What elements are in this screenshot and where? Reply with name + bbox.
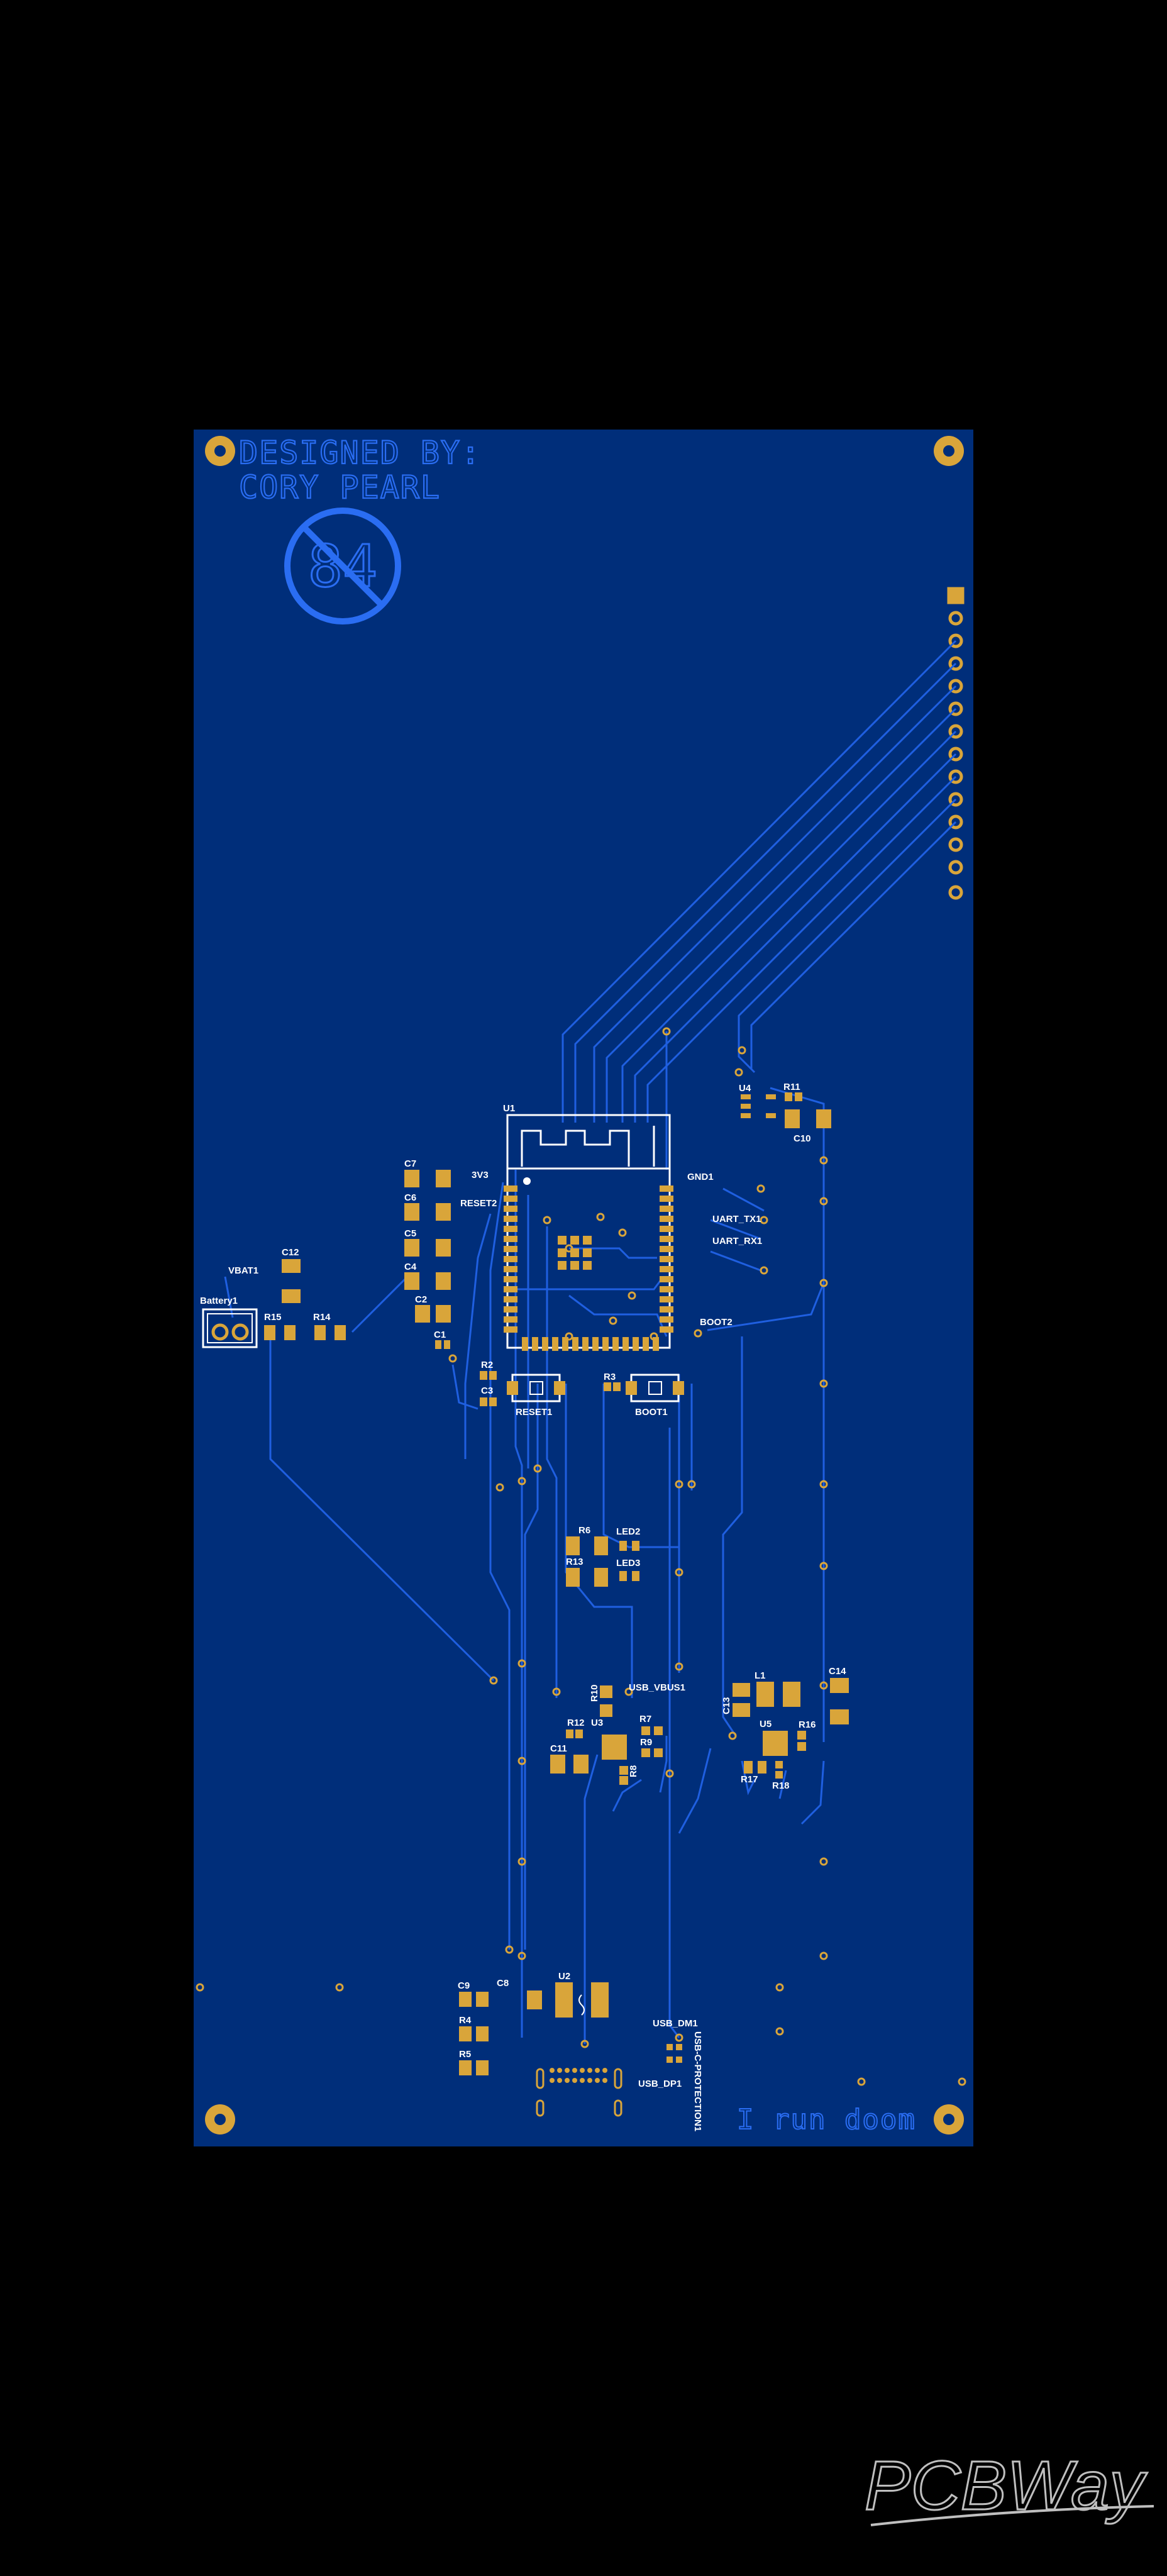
label-battery1: Battery1 bbox=[200, 1296, 238, 1306]
label-c6: C6 bbox=[404, 1192, 416, 1203]
designer-line-1: DESIGNED BY: bbox=[239, 435, 481, 471]
battery-connector bbox=[202, 1308, 258, 1348]
vias bbox=[196, 1027, 966, 2086]
boot-button bbox=[626, 1374, 684, 1402]
label-u3: U3 bbox=[591, 1718, 603, 1728]
copper-traces bbox=[224, 640, 957, 2044]
designer-line-2: CORY PEARL bbox=[239, 469, 441, 506]
label-c1: C1 bbox=[434, 1330, 446, 1340]
label-reset1: RESET1 bbox=[516, 1407, 552, 1418]
label-c13: C13 bbox=[721, 1697, 732, 1714]
label-r7: R7 bbox=[639, 1714, 651, 1724]
label-r2: R2 bbox=[481, 1360, 493, 1370]
label-uart-tx1: UART_TX1 bbox=[712, 1214, 761, 1224]
label-c5: C5 bbox=[404, 1228, 416, 1239]
label-usb-dp1: USB_DP1 bbox=[638, 2079, 682, 2089]
mounting-holes bbox=[205, 436, 964, 2135]
label-usb-dm1: USB_DM1 bbox=[653, 2018, 698, 2029]
reset-button bbox=[507, 1374, 565, 1402]
label-3v3: 3V3 bbox=[472, 1170, 489, 1180]
label-r5: R5 bbox=[459, 2049, 471, 2060]
label-led2: LED2 bbox=[616, 1526, 640, 1537]
label-boot1: BOOT1 bbox=[635, 1407, 668, 1418]
pcbway-watermark: PCBWay bbox=[865, 2450, 1154, 2526]
board-tagline: I run doom bbox=[737, 2104, 916, 2136]
label-c12: C12 bbox=[282, 1247, 299, 1258]
label-r16: R16 bbox=[799, 1719, 816, 1730]
u1-module bbox=[504, 1114, 673, 1351]
label-l1: L1 bbox=[755, 1670, 766, 1681]
label-led3: LED3 bbox=[616, 1558, 640, 1568]
label-r14: R14 bbox=[313, 1312, 331, 1323]
smd-pads bbox=[264, 1092, 849, 2075]
label-c8: C8 bbox=[497, 1978, 509, 1989]
label-r4: R4 bbox=[459, 2015, 472, 2026]
usb-c-connector bbox=[536, 2068, 622, 2117]
label-c14: C14 bbox=[829, 1666, 846, 1677]
label-usb-vbus1: USB_VBUS1 bbox=[629, 1682, 685, 1693]
label-c10: C10 bbox=[794, 1133, 811, 1144]
header-pins bbox=[947, 587, 965, 900]
label-r18: R18 bbox=[772, 1780, 790, 1791]
label-r10: R10 bbox=[589, 1684, 600, 1702]
label-boot2: BOOT2 bbox=[700, 1317, 733, 1328]
label-r15: R15 bbox=[264, 1312, 282, 1323]
logo-number: 84 bbox=[308, 533, 378, 600]
label-gnd1: GND1 bbox=[687, 1172, 714, 1182]
silkscreen-labels: U1 3V3 GND1 RESET2 UART_TX1 UART_RX1 BOO… bbox=[200, 1082, 846, 2131]
no-84-logo: 84 bbox=[284, 508, 401, 625]
label-c7: C7 bbox=[404, 1158, 416, 1169]
label-r3: R3 bbox=[604, 1372, 616, 1382]
label-c3: C3 bbox=[481, 1385, 493, 1396]
label-r6: R6 bbox=[578, 1525, 590, 1536]
label-r11: R11 bbox=[783, 1082, 800, 1092]
u2-marking bbox=[578, 1994, 585, 2016]
label-u2: U2 bbox=[558, 1971, 570, 1982]
label-r9: R9 bbox=[640, 1737, 652, 1748]
label-r8: R8 bbox=[628, 1765, 639, 1777]
label-vbat1: VBAT1 bbox=[228, 1265, 258, 1276]
label-c11: C11 bbox=[550, 1743, 567, 1754]
label-c9: C9 bbox=[458, 1980, 470, 1991]
label-c4: C4 bbox=[404, 1262, 417, 1272]
label-c2: C2 bbox=[415, 1294, 427, 1305]
label-r17: R17 bbox=[741, 1774, 758, 1785]
pcb-board bbox=[194, 430, 973, 2146]
label-u4: U4 bbox=[739, 1083, 751, 1094]
label-reset2: RESET2 bbox=[460, 1198, 497, 1209]
label-usb-c-protection1: USB-C-PROTECTION1 bbox=[692, 2031, 703, 2131]
label-r12: R12 bbox=[567, 1718, 585, 1728]
label-u5: U5 bbox=[760, 1719, 772, 1729]
label-r13: R13 bbox=[566, 1557, 584, 1567]
label-uart-rx1: UART_RX1 bbox=[712, 1236, 762, 1246]
label-u1: U1 bbox=[503, 1103, 515, 1114]
